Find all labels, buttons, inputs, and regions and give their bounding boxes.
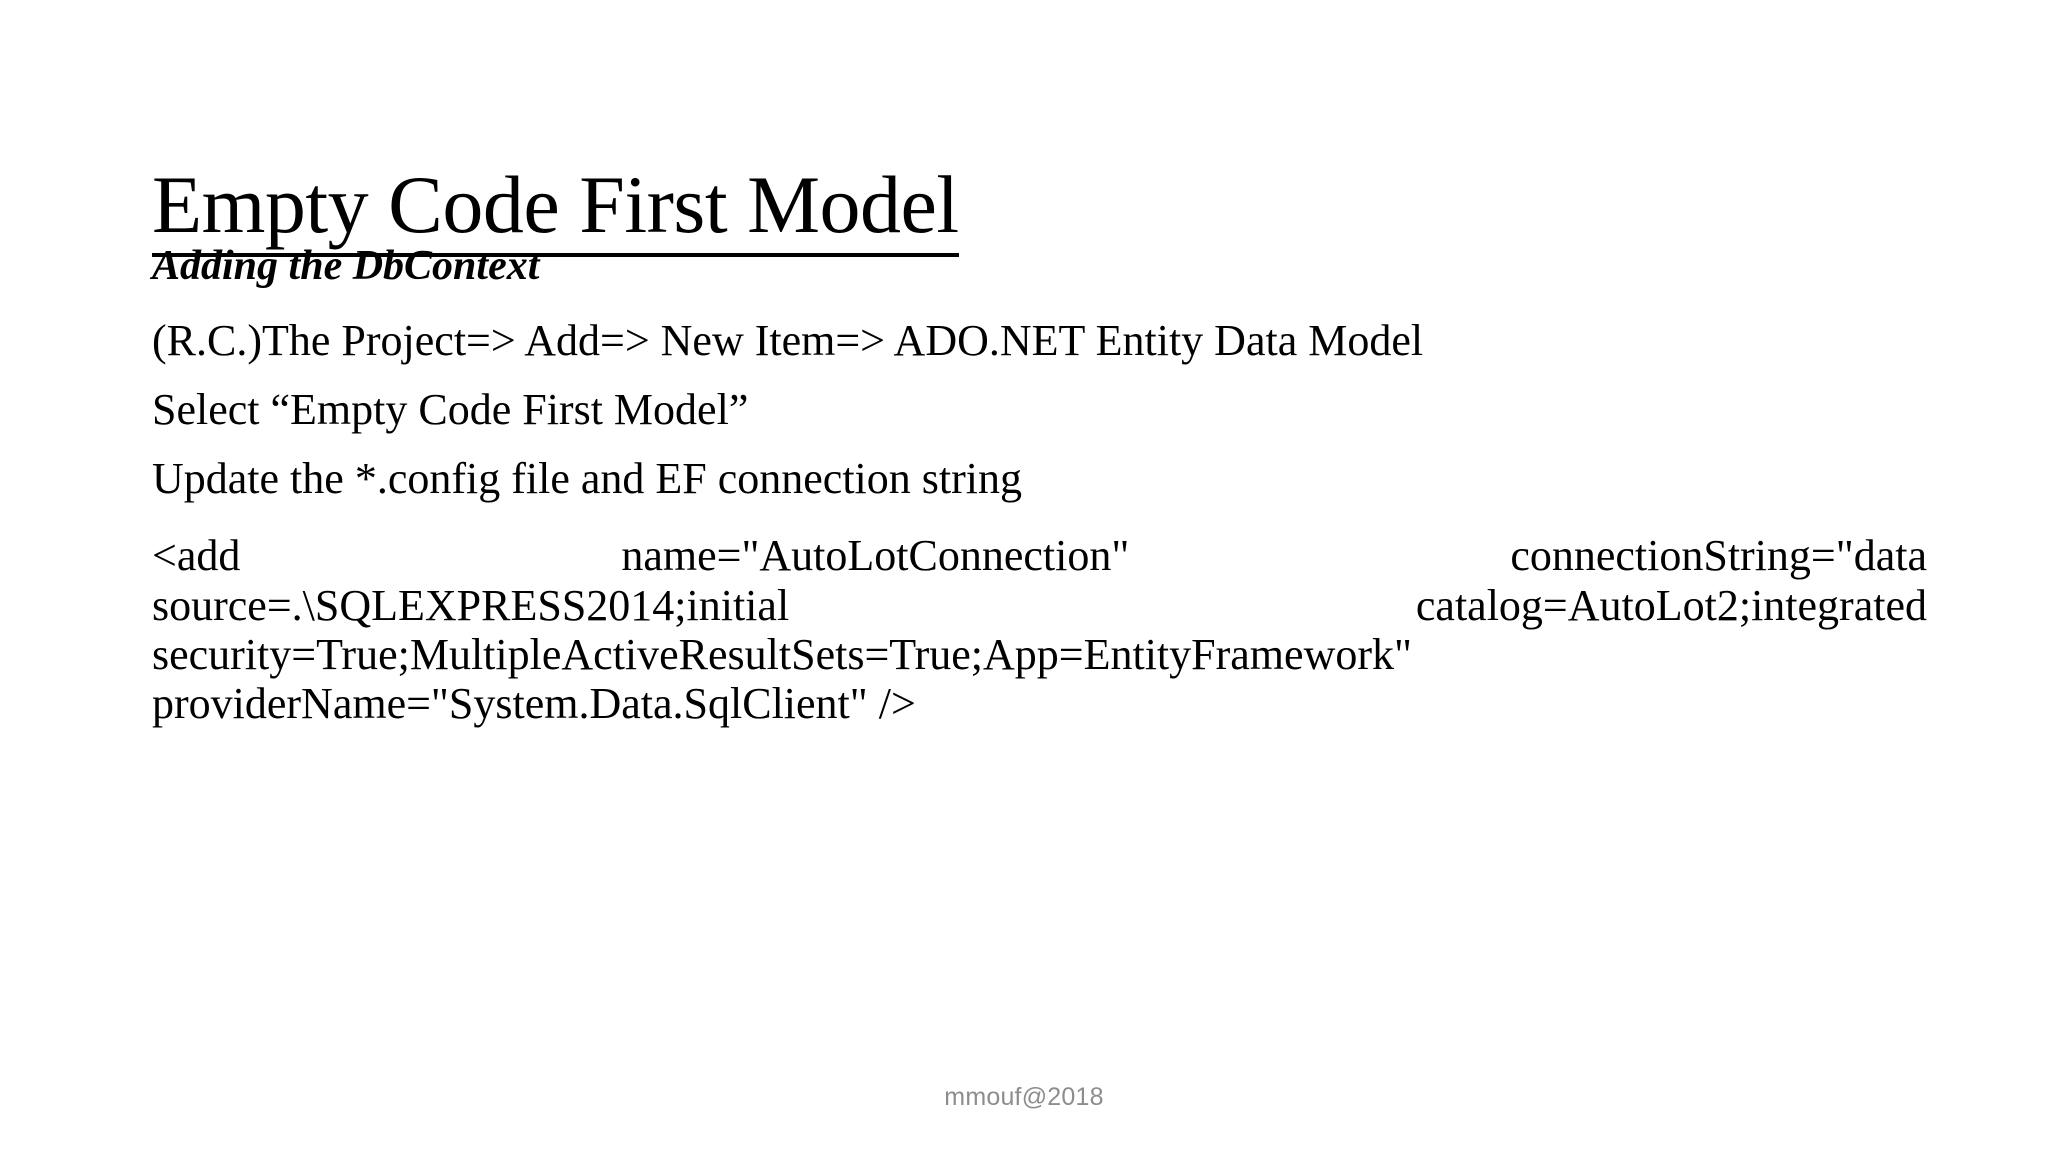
page-title: Empty Code First Model [152, 163, 959, 257]
title-container: Empty Code First Model [152, 108, 1912, 312]
connection-string-block: <add name="AutoLotConnection" connection… [152, 531, 1927, 728]
body-line-2: Select “Empty Code First Model” [152, 385, 749, 435]
section-subheading: Adding the DbContext [152, 243, 540, 289]
connection-string-line-1: <add name="AutoLotConnection" connection… [152, 531, 1927, 581]
connection-string-line-3: security=True;MultipleActiveResultSets=T… [152, 629, 1412, 679]
body-line-3: Update the *.config file and EF connecti… [152, 454, 1022, 504]
connection-string-line-2: source=.\SQLEXPRESS2014;initial catalog=… [152, 580, 1927, 630]
connection-string-line-4: providerName="System.Data.SqlClient" /> [152, 679, 916, 729]
slide-footer: mmouf@2018 [944, 1083, 1104, 1111]
slide-body: Adding the DbContext (R.C.)The Project=>… [152, 238, 1942, 728]
body-line-1: (R.C.)The Project=> Add=> New Item=> ADO… [152, 315, 1424, 365]
